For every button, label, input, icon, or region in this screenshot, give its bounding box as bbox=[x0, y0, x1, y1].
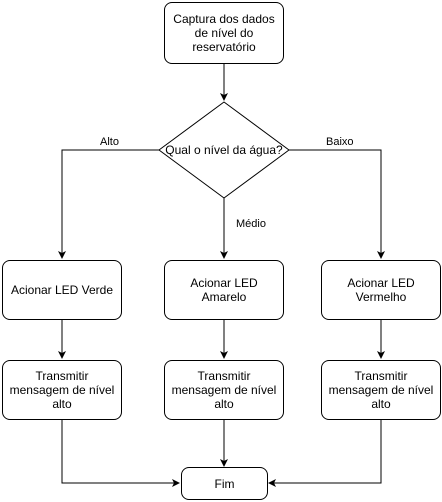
message-node-left-label: Transmitir mensagem de nível alto bbox=[9, 369, 115, 411]
end-node: Fim bbox=[181, 467, 268, 500]
edge-right-message-end bbox=[268, 420, 382, 487]
action-node-vermelho-label: Acionar LED Vermelho bbox=[347, 276, 415, 304]
start-node-label: Captura dos dados de nível do reservatór… bbox=[173, 12, 275, 54]
action-node-verde-label: Acionar LED Verde bbox=[10, 283, 114, 297]
decision-label: Qual o nível da água? bbox=[165, 143, 283, 157]
action-node-verde: Acionar LED Verde bbox=[2, 260, 122, 320]
message-node-middle-label: Transmitir mensagem de nível alto bbox=[171, 369, 277, 411]
action-node-vermelho: Acionar LED Vermelho bbox=[321, 260, 441, 320]
edge-decision-left bbox=[58, 149, 159, 259]
message-node-right: Transmitir mensagem de nível alto bbox=[321, 360, 441, 420]
edge-label-alto: Alto bbox=[100, 136, 119, 148]
end-node-label: Fim bbox=[214, 476, 235, 491]
edge-decision-right bbox=[289, 149, 385, 259]
message-node-middle: Transmitir mensagem de nível alto bbox=[164, 360, 284, 420]
message-node-left: Transmitir mensagem de nível alto bbox=[2, 360, 122, 420]
edge-left-message-end bbox=[61, 420, 180, 487]
action-node-amarelo-label: Acionar LED Amarelo bbox=[190, 276, 258, 304]
edge-label-baixo: Baixo bbox=[326, 136, 354, 148]
edge-label-medio: Médio bbox=[236, 218, 266, 230]
start-node: Captura dos dados de nível do reservatór… bbox=[164, 2, 284, 64]
action-node-amarelo: Acionar LED Amarelo bbox=[164, 260, 284, 320]
message-node-right-label: Transmitir mensagem de nível alto bbox=[328, 369, 434, 411]
